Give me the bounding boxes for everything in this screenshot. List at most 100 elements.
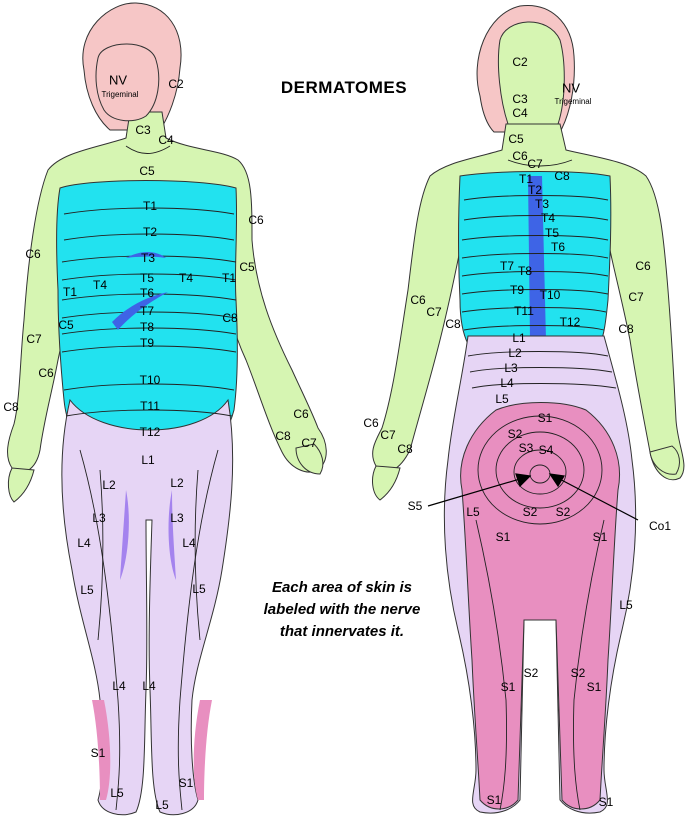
back-label-s1-lc: S1 — [500, 680, 516, 694]
back-sacral-rings — [477, 415, 603, 525]
back-label-s3: S3 — [518, 441, 534, 455]
back-spine-band — [528, 176, 546, 340]
caption-line-2: labeled with the nerve — [263, 601, 421, 618]
back-label-t12: T12 — [559, 315, 581, 329]
front-shin-sacral-left — [92, 700, 111, 800]
front-label-t7: T7 — [139, 304, 155, 318]
back-label-t9: T9 — [509, 283, 525, 297]
front-label-c5-l: C5 — [58, 318, 74, 332]
back-label-trigeminal: Trigeminal — [554, 97, 592, 106]
front-label-trigeminal: Trigeminal — [101, 90, 139, 99]
front-label-t1: T1 — [142, 199, 158, 213]
front-figure — [7, 2, 327, 816]
back-label-l5-l: L5 — [466, 505, 480, 519]
front-label-c3: C3 — [135, 123, 151, 137]
front-accent-violet-2 — [168, 490, 176, 580]
front-label-t9: T9 — [139, 336, 155, 350]
front-label-l2-l: L2 — [102, 478, 116, 492]
back-label-l1: L1 — [512, 331, 526, 345]
front-label-c6-l: C6 — [25, 247, 41, 261]
back-label-c7-l: C7 — [426, 305, 442, 319]
back-label-l4: L4 — [500, 376, 514, 390]
front-shin-sacral-right — [193, 700, 212, 800]
front-label-c7-l: C7 — [26, 332, 42, 346]
back-label-c8-l: C8 — [445, 317, 461, 331]
front-label-l5-l: L5 — [80, 583, 94, 597]
back-label-c7: C7 — [527, 157, 543, 171]
front-label-l4-l: L4 — [77, 536, 91, 550]
back-label-co1: Co1 — [648, 519, 672, 533]
back-label-c8-r: C8 — [618, 322, 634, 336]
back-label-s2: S2 — [507, 427, 523, 441]
caption: Each area of skin is labeled with the ne… — [212, 577, 472, 643]
caption-line-3: that innervates it. — [279, 623, 405, 640]
front-label-l4-ls: L4 — [112, 679, 126, 693]
front-leg-contours — [79, 449, 219, 811]
front-label-c4: C4 — [158, 133, 174, 147]
front-label-t3: T3 — [140, 251, 156, 265]
back-label-c2: C2 — [512, 55, 528, 69]
front-torso-thoracic — [56, 180, 238, 443]
back-label-c7-lh: C7 — [380, 428, 396, 442]
front-label-c5-r: C5 — [239, 260, 255, 274]
back-label-t5: T5 — [544, 226, 560, 240]
back-hand-right — [649, 445, 680, 475]
back-label-s2-rc: S2 — [570, 666, 586, 680]
back-label-c3: C3 — [512, 92, 528, 106]
front-label-c8-rh: C8 — [275, 429, 291, 443]
front-label-t10: T10 — [139, 373, 161, 387]
front-label-t2: T2 — [142, 225, 158, 239]
back-contours — [461, 159, 617, 389]
back-label-c8-lh: C8 — [397, 442, 413, 456]
front-label-t1-l: T1 — [62, 285, 78, 299]
back-label-s4: S4 — [538, 443, 554, 457]
back-hand-left — [372, 465, 401, 501]
back-label-s2-ll: S2 — [522, 505, 538, 519]
back-label-c6-lh: C6 — [363, 416, 379, 430]
front-accent-blue-2 — [126, 252, 166, 258]
back-label-l5: L5 — [495, 392, 509, 406]
back-label-t7: T7 — [499, 259, 515, 273]
front-label-c5: C5 — [139, 164, 155, 178]
back-label-s1-rc: S1 — [586, 680, 602, 694]
back-head-cervical — [497, 21, 565, 125]
back-label-c4: C4 — [512, 106, 528, 120]
front-label-l5-lf: L5 — [110, 786, 124, 800]
front-label-c6-rh: C6 — [293, 407, 309, 421]
back-label-c6-l: C6 — [410, 293, 426, 307]
front-label-t12: T12 — [139, 425, 161, 439]
back-label-s1: S1 — [537, 411, 553, 425]
front-accent-violet-1 — [120, 490, 129, 580]
back-label-t8: T8 — [517, 264, 533, 278]
front-label-l2-r: L2 — [170, 476, 184, 490]
back-label-t4: T4 — [540, 211, 556, 225]
front-label-s1-l: S1 — [90, 746, 106, 760]
front-face — [95, 43, 160, 122]
front-torso-contours — [61, 145, 237, 417]
front-label-l4-rs: L4 — [142, 679, 156, 693]
back-label-c8: C8 — [554, 169, 570, 183]
front-label-c7-rh: C7 — [301, 436, 317, 450]
back-label-t1: T1 — [518, 172, 534, 186]
back-label-l2: L2 — [508, 346, 522, 360]
front-label-c8-r: C8 — [222, 311, 238, 325]
back-label-c6-r: C6 — [635, 259, 651, 273]
front-label-c2: C2 — [168, 77, 184, 91]
back-label-l3: L3 — [504, 361, 518, 375]
back-label-l5-r: L5 — [619, 598, 633, 612]
front-label-t4-r: T4 — [178, 271, 194, 285]
back-label-s2-rl: S2 — [555, 505, 571, 519]
front-label-l3-r: L3 — [170, 511, 184, 525]
back-label-t3: T3 — [534, 197, 550, 211]
back-label-t10: T10 — [539, 288, 561, 302]
back-label-t2: T2 — [527, 183, 543, 197]
front-label-t4-l: T4 — [92, 278, 108, 292]
caption-line-1: Each area of skin is — [271, 579, 413, 596]
front-hand-left — [7, 467, 35, 503]
front-label-l5-r: L5 — [192, 582, 206, 596]
back-figure — [372, 5, 685, 814]
page-title: DERMATOMES — [280, 78, 408, 97]
back-label-s1-rf: S1 — [598, 795, 614, 809]
